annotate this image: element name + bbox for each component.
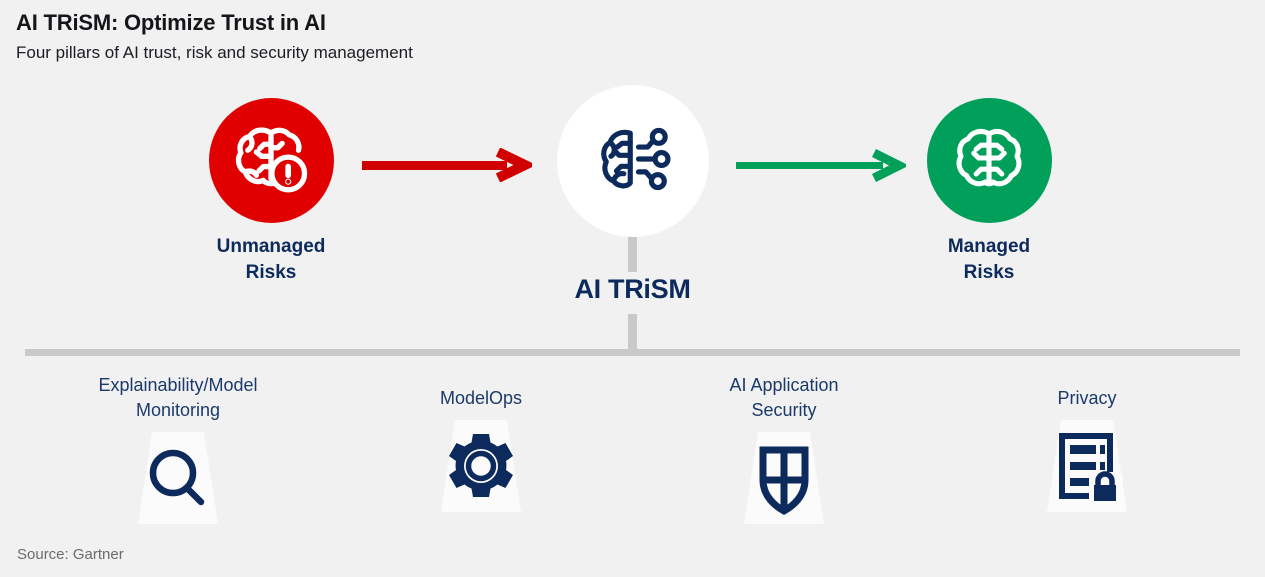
header: AI TRiSM: Optimize Trust in AI Four pill… [16,8,413,66]
gear-icon [449,434,513,497]
unmanaged-risks-circle [208,98,334,223]
managed-risks-label: Managed Risks [947,236,1031,283]
pillar-icon-card [123,432,233,524]
page-subtitle: Four pillars of AI trust, risk and secur… [16,43,413,62]
pillar-label: Explainability/Model Monitoring [98,375,258,420]
ai-trism-label: AI TRiSM [574,274,691,304]
flow-node-unmanaged-risks[interactable]: Unmanaged Risks [180,98,362,286]
connector-line-bottom [628,314,637,352]
source-footer: Source: Gartner [17,546,124,563]
pillar-icon-card [426,420,536,512]
flow-node-managed-risks[interactable]: Managed Risks [898,98,1080,286]
shield-icon [759,446,809,516]
brain-circuit-icon [587,113,679,210]
pillar-ai-application-security[interactable]: AI Application Security [685,373,883,524]
magnifier-icon [149,449,205,506]
pillars-row: Explainability/Model Monitoring ModelOps [0,365,1265,535]
page-title: AI TRiSM: Optimize Trust in AI [16,10,326,35]
ai-trism-circle [556,85,709,237]
pillar-label: ModelOps [439,388,523,408]
pillar-modelops[interactable]: ModelOps [382,386,580,512]
connector-line-top [628,228,637,272]
document-lock-icon [1059,433,1123,501]
pillar-label: Privacy [1057,388,1117,408]
flow-node-ai-trism[interactable] [545,85,720,237]
pillar-privacy[interactable]: Privacy [988,386,1186,512]
arrow-unmanaged-to-trism-icon [362,147,537,187]
pillar-icon-card [729,432,839,524]
section-divider [25,349,1240,356]
unmanaged-risks-label: Unmanaged Risks [216,236,326,283]
pillar-explainability-model-monitoring[interactable]: Explainability/Model Monitoring [78,373,278,524]
pillar-label: AI Application Security [729,375,839,420]
pillar-icon-card [1032,420,1142,512]
managed-risks-circle [926,98,1052,223]
flow-diagram: Unmanaged Risks [180,85,1080,352]
brain-warning-icon [228,115,314,206]
arrow-trism-to-managed-icon [736,148,910,187]
brain-icon [949,118,1029,203]
